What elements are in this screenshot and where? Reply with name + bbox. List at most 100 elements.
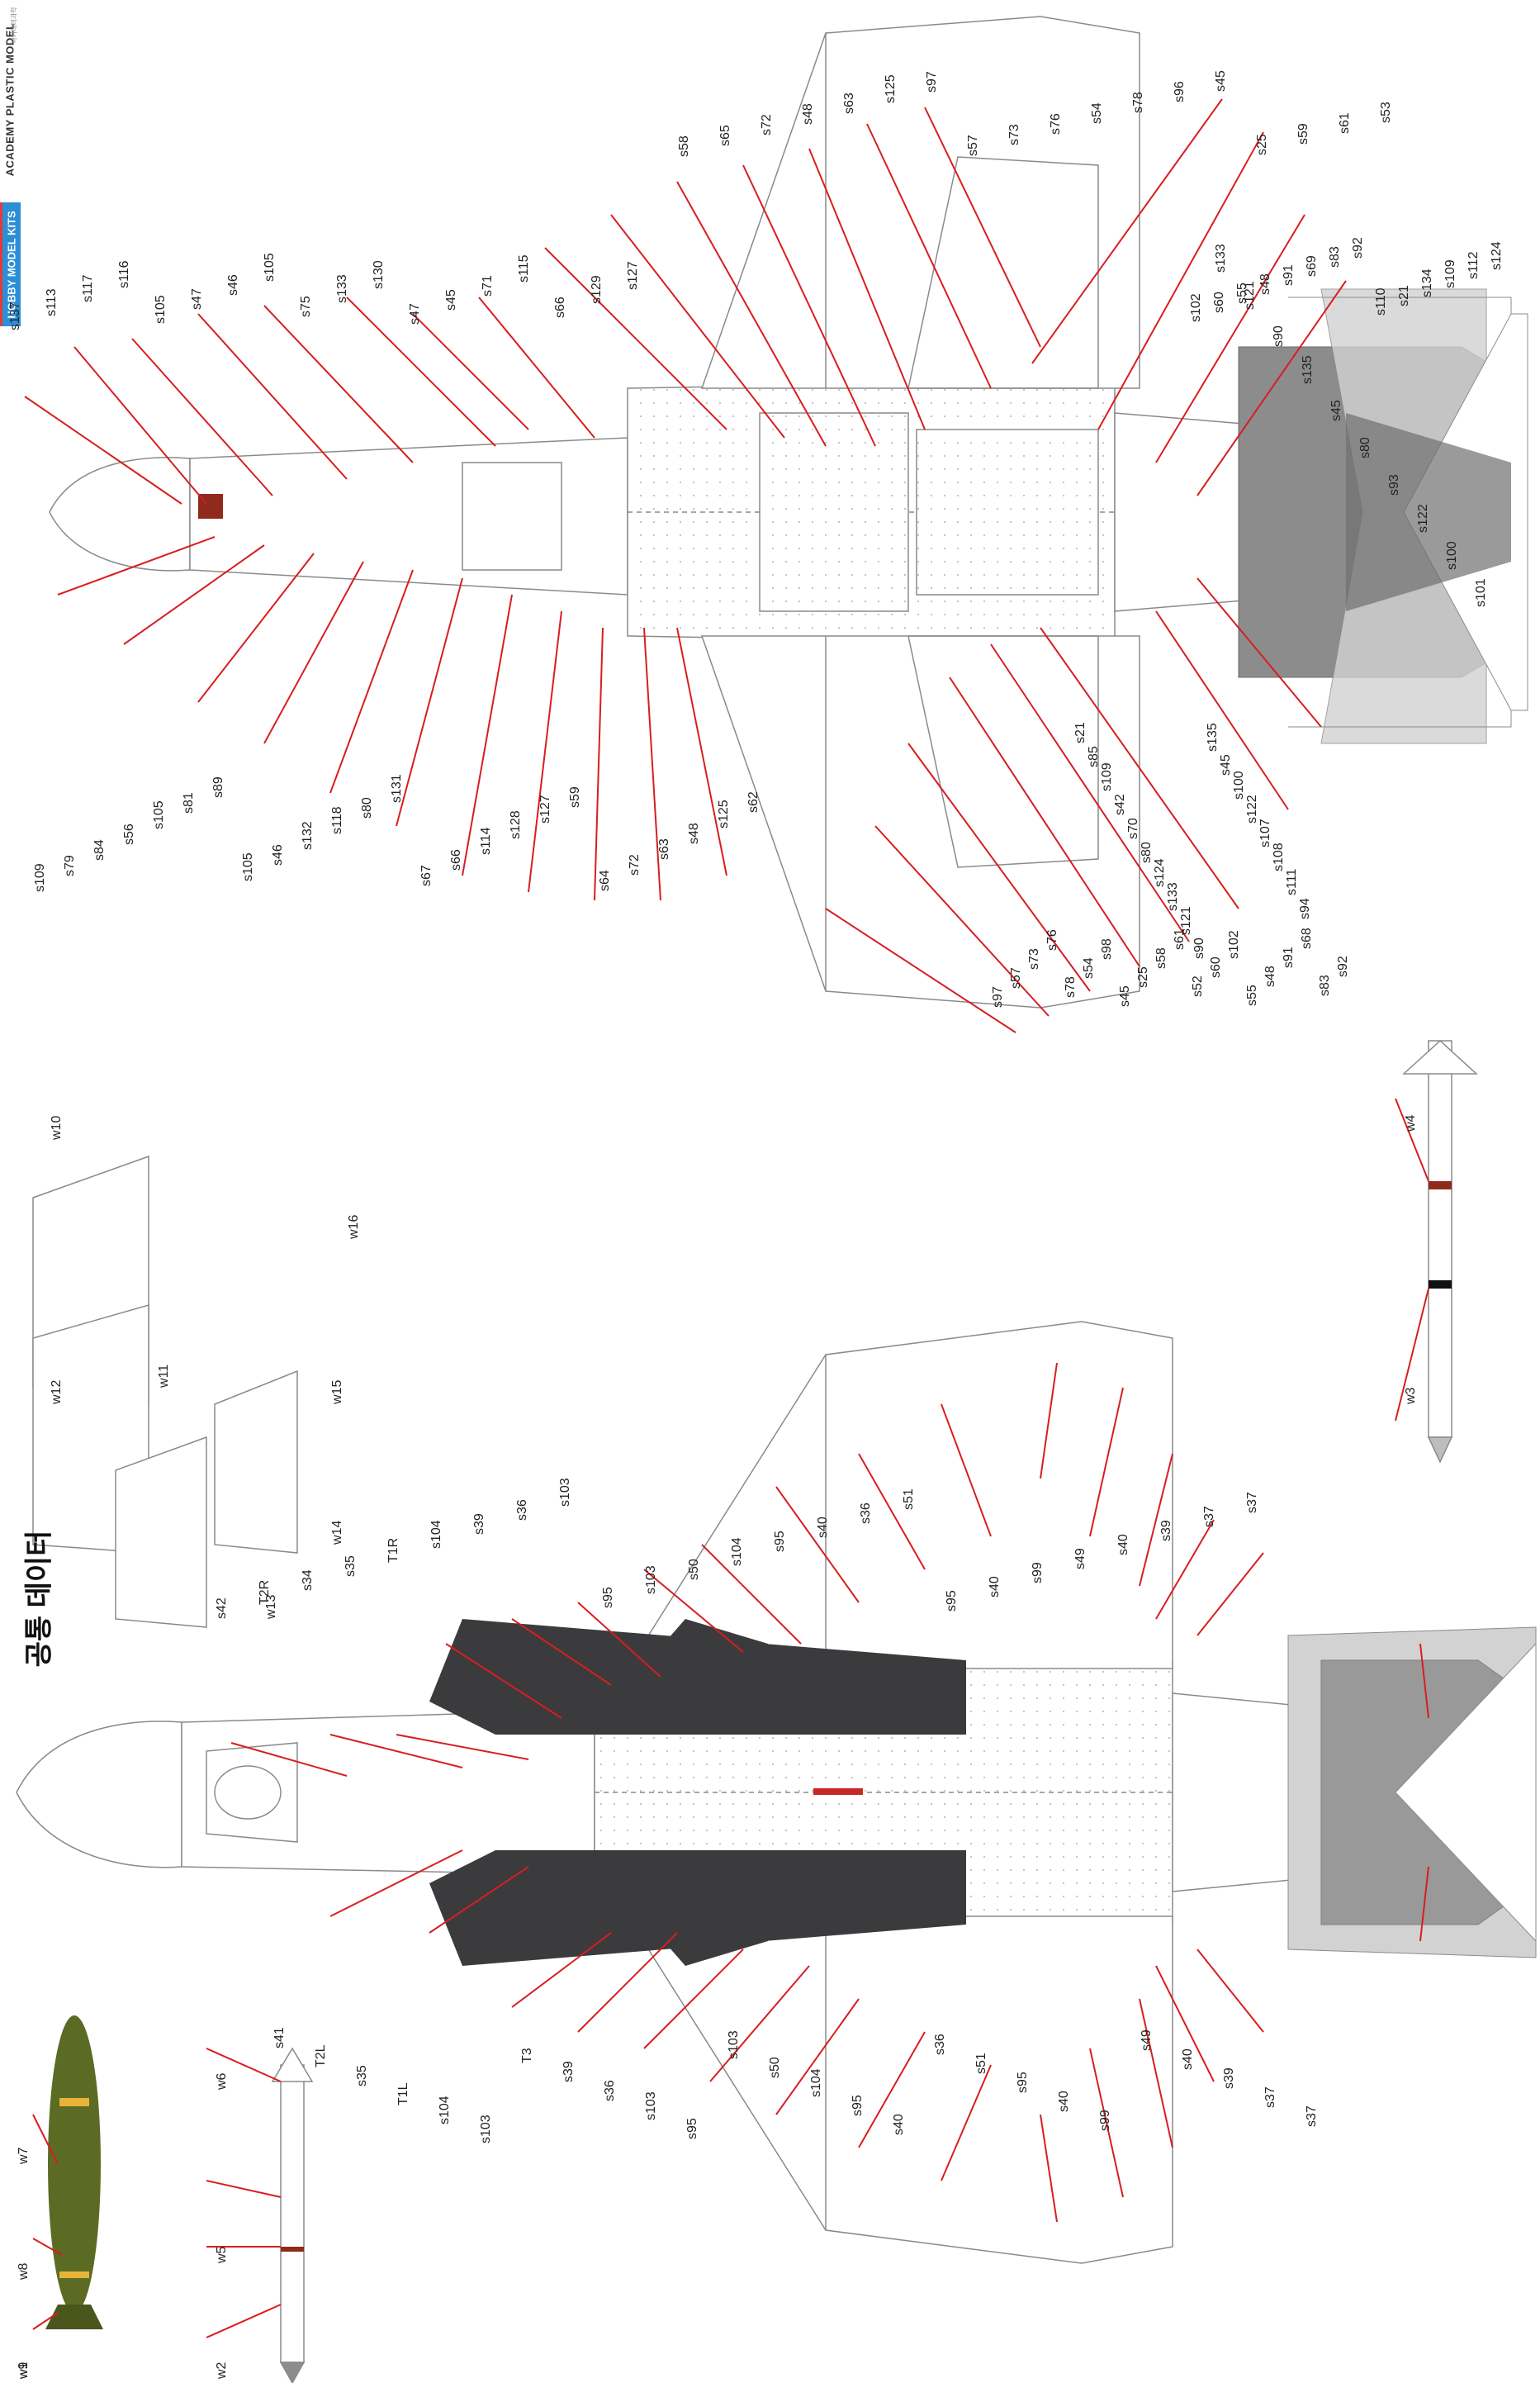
decal-callout: w10 xyxy=(50,1115,64,1140)
decal-callout: w9 xyxy=(17,2362,31,2379)
decal-callout: s60 xyxy=(1212,292,1226,313)
decal-callout: s100 xyxy=(1445,541,1459,570)
decal-callout: s59 xyxy=(1296,123,1310,145)
decal-callout: s95 xyxy=(685,2118,699,2139)
decal-callout: s65 xyxy=(718,125,732,146)
decal-callout: s95 xyxy=(601,1587,615,1608)
decal-callout: s39 xyxy=(1222,2067,1236,2089)
decal-callout: s37 xyxy=(1202,1506,1216,1527)
decal-callout: s97 xyxy=(991,986,1005,1008)
decal-callout: s46 xyxy=(271,844,285,866)
decal-callout: s133 xyxy=(1214,244,1228,273)
decal-callout: s112 xyxy=(1467,251,1481,279)
decal-callout: s40 xyxy=(1057,2091,1071,2112)
decal-callout: s48 xyxy=(801,103,815,125)
decal-callout: s45 xyxy=(1214,70,1228,92)
decal-callout: s73 xyxy=(1007,124,1021,145)
decal-callout: w14 xyxy=(330,1520,344,1545)
decal-callout: s45 xyxy=(1329,400,1343,421)
decal-callout: w12 xyxy=(50,1379,64,1404)
missile-illustration xyxy=(271,2047,314,2383)
decal-callout: s127 xyxy=(538,795,552,824)
decal-callout: s130 xyxy=(372,260,386,289)
pylon-drawings xyxy=(32,1155,298,1628)
decal-callout: s72 xyxy=(760,114,774,135)
decal-callout: s45 xyxy=(1118,985,1132,1007)
decal-callout: w15 xyxy=(330,1379,344,1404)
brand-stripe xyxy=(0,202,3,326)
decal-callout: s80 xyxy=(360,797,374,819)
decal-callout: s55 xyxy=(1245,985,1259,1006)
decal-callout: s63 xyxy=(657,838,671,860)
decal-callout: s121 xyxy=(1243,281,1257,310)
decal-callout: s97 xyxy=(925,71,939,93)
decal-callout: s66 xyxy=(449,849,463,871)
decal-callout: s21 xyxy=(1073,722,1087,743)
decal-callout: w4 xyxy=(1404,1114,1418,1132)
decal-callout: s68 xyxy=(1300,928,1314,949)
decal-callout: s36 xyxy=(859,1502,873,1524)
decal-callout: s63 xyxy=(842,93,856,114)
decal-callout: s62 xyxy=(746,791,761,813)
decal-callout: w13 xyxy=(264,1594,278,1619)
red-stripe-decal xyxy=(813,1788,863,1795)
decal-callout: s104 xyxy=(730,1537,744,1566)
decal-callout: s40 xyxy=(988,1576,1002,1597)
decal-callout: s114 xyxy=(479,827,493,855)
leader-lines-weapons xyxy=(32,1098,1429,2338)
decal-callout: s95 xyxy=(945,1590,959,1612)
decal-callout: T1L xyxy=(396,2082,410,2105)
leader-lines-top xyxy=(24,98,1347,1033)
decal-callout: s51 xyxy=(974,2053,988,2074)
decal-callout: s21 xyxy=(1397,285,1411,306)
decal-callout: s104 xyxy=(438,2096,452,2124)
decal-callout: s90 xyxy=(1192,938,1206,959)
decal-callout: w2 xyxy=(215,2362,229,2379)
decal-callout: s37 xyxy=(1305,2105,1319,2127)
decal-callout: s103 xyxy=(644,2091,658,2120)
decal-callout: s127 xyxy=(626,261,640,290)
decal-callout: s122 xyxy=(1416,504,1430,533)
decal-callout: s93 xyxy=(1387,474,1401,496)
decal-callout: w8 xyxy=(17,2262,31,2280)
decal-callout: s39 xyxy=(472,1513,486,1535)
decal-callout: w7 xyxy=(17,2147,31,2164)
decal-callout: s34 xyxy=(301,1569,315,1591)
decal-callout: s75 xyxy=(299,296,313,317)
decal-callout: s40 xyxy=(892,2114,906,2135)
decal-callout: s37 xyxy=(1245,1492,1259,1513)
decal-callout: s35 xyxy=(344,1555,358,1577)
decal-callout: s36 xyxy=(603,2080,617,2101)
decal-callout: s36 xyxy=(933,2034,947,2055)
decal-callout: s90 xyxy=(1272,325,1286,347)
decal-callout: s102 xyxy=(1189,293,1203,322)
decal-callout: s84 xyxy=(92,839,107,861)
decal-callout: s49 xyxy=(1073,1548,1087,1569)
decal-callout: s129 xyxy=(590,275,604,304)
decal-callout: s40 xyxy=(1116,1534,1130,1555)
tail-assembly-top xyxy=(1238,288,1528,744)
decal-callout: s76 xyxy=(1045,929,1059,951)
decal-callout: s48 xyxy=(687,823,701,844)
decal-callout: s60 xyxy=(1209,957,1223,978)
decal-callout: s25 xyxy=(1255,134,1269,155)
decal-callout: w5 xyxy=(215,2246,229,2263)
decal-callout: s70 xyxy=(1126,818,1140,839)
decal-callout: s109 xyxy=(33,863,47,892)
decal-callout: s83 xyxy=(1328,246,1342,268)
decal-callout: s131 xyxy=(390,774,404,803)
decal-callout: s103 xyxy=(727,2030,741,2059)
decal-callout: s47 xyxy=(190,288,204,310)
decal-callout: s59 xyxy=(568,786,582,808)
decal-callout: s92 xyxy=(1351,237,1365,259)
decal-callout: s91 xyxy=(1282,947,1296,968)
decal-callout: s103 xyxy=(644,1565,658,1594)
decal-callout: s54 xyxy=(1082,957,1096,979)
decal-callout: s57 xyxy=(966,135,980,156)
decal-callout: s118 xyxy=(330,806,344,834)
decal-callout: s41 xyxy=(272,2027,287,2048)
decal-callout: s111 xyxy=(1285,868,1299,895)
decal-callout: s109 xyxy=(1100,762,1114,791)
decal-callout: s40 xyxy=(1181,2048,1195,2070)
decal-callout: s124 xyxy=(1490,241,1504,270)
